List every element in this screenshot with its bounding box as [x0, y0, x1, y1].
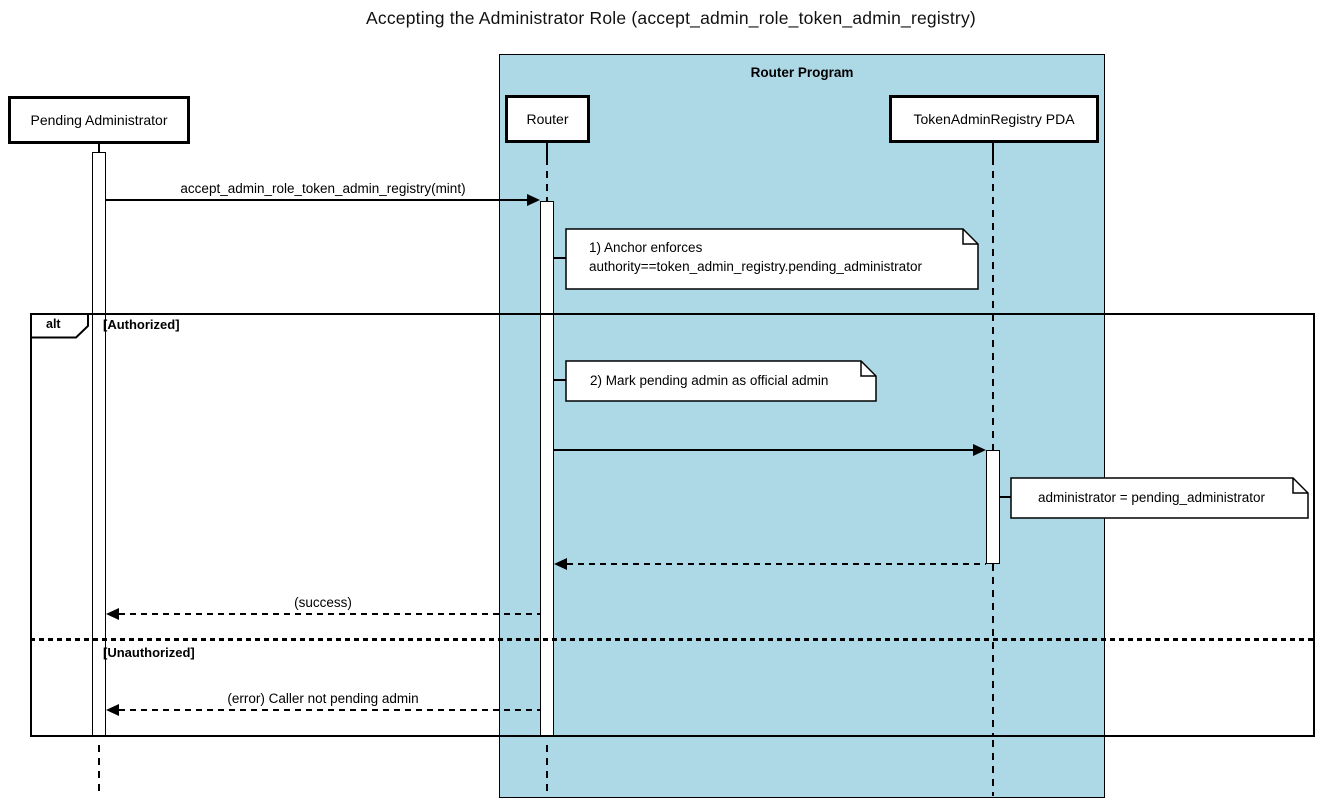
- activation-pda: [986, 450, 1000, 564]
- guard-unauthorized: [Unauthorized]: [103, 645, 195, 660]
- participant-pending-administrator-label: Pending Administrator: [30, 112, 168, 128]
- note-2-connector: [554, 379, 566, 381]
- note-anchor-enforces-line2: authority==token_admin_registry.pending_…: [589, 259, 922, 274]
- note-administrator-assignment-line1: administrator = pending_administrator: [1038, 490, 1265, 505]
- arrowhead-left-icon: [554, 558, 567, 570]
- message-router-to-pda-line: [554, 449, 974, 451]
- lifeline-router-stub-top: [545, 143, 548, 158]
- guard-authorized: [Authorized]: [103, 317, 180, 332]
- note-1-connector: [554, 257, 566, 259]
- message-error-label: (error) Caller not pending admin: [227, 691, 419, 706]
- arrowhead-right-icon: [527, 194, 540, 206]
- arrowhead-right-icon: [973, 444, 986, 456]
- participant-router: Router: [505, 95, 590, 143]
- message-accept-admin-role-line: [106, 199, 529, 201]
- note-anchor-enforces-line1: 1) Anchor enforces: [589, 240, 703, 255]
- alt-operator-label: alt: [46, 317, 61, 331]
- note-administrator-assignment: administrator = pending_administrator: [1010, 477, 1309, 524]
- note-mark-pending-admin: 2) Mark pending admin as official admin: [565, 360, 877, 407]
- diagram-title: Accepting the Administrator Role (accept…: [366, 8, 976, 28]
- alt-frame: [30, 313, 1315, 737]
- message-success-line: [119, 613, 540, 615]
- participant-pending-administrator: Pending Administrator: [8, 96, 190, 144]
- lifeline-pending-admin-stub-bottom: [97, 745, 100, 792]
- arrowhead-left-icon: [106, 704, 119, 716]
- message-pda-return-line: [567, 563, 986, 565]
- message-success-label: (success): [294, 595, 352, 610]
- note-shape: [1010, 477, 1309, 519]
- note-shape: [565, 228, 979, 290]
- message-accept-admin-role-label: accept_admin_role_token_admin_registry(m…: [180, 181, 466, 196]
- note-shape: [565, 360, 877, 402]
- lifeline-pda-dashed-mid: [991, 564, 994, 737]
- lifeline-pda-stub-top: [991, 143, 994, 158]
- lifeline-router-stub-bottom: [545, 745, 548, 792]
- lifeline-router-dashed-top: [545, 158, 548, 202]
- lifeline-pda-dashed-top: [991, 158, 994, 450]
- note-anchor-enforces: 1) Anchor enforces authority==token_admi…: [565, 228, 979, 295]
- message-error-line: [119, 709, 540, 711]
- group-label: Router Program: [750, 65, 854, 80]
- lifeline-pda-stub-bottom: [991, 740, 994, 796]
- participant-token-admin-registry-pda-label: TokenAdminRegistry PDA: [913, 111, 1075, 127]
- alt-frame-tab-shape: [30, 313, 89, 339]
- participant-router-label: Router: [526, 111, 569, 127]
- arrowhead-left-icon: [106, 608, 119, 620]
- lifeline-pending-admin-stub-top: [97, 143, 100, 153]
- alt-frame-tab: [30, 313, 92, 345]
- note-mark-pending-admin-line1: 2) Mark pending admin as official admin: [590, 373, 829, 388]
- group-box-router-program: [499, 54, 1105, 798]
- alt-divider: [30, 638, 1315, 641]
- note-3-connector: [1000, 496, 1011, 498]
- participant-token-admin-registry-pda: TokenAdminRegistry PDA: [889, 95, 1099, 143]
